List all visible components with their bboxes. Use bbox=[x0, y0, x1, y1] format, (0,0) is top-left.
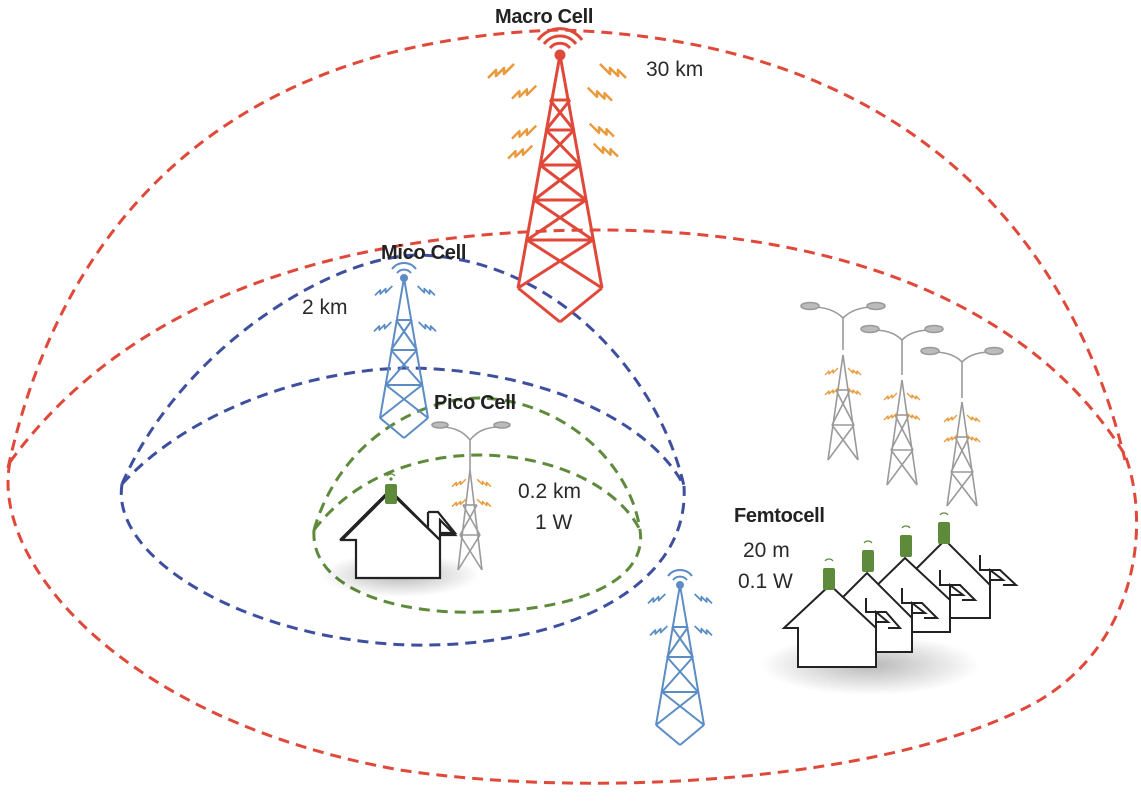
pico-coverage-dome bbox=[312, 396, 642, 531]
micro-coverage-bottom bbox=[119, 483, 686, 647]
macro-coverage-inner-dome bbox=[8, 228, 1127, 463]
pico-pole-icon bbox=[431, 421, 511, 571]
femto-power-label: 0.1 W bbox=[738, 570, 793, 593]
pico-coverage-bottom bbox=[312, 529, 643, 614]
pico-cell-label: Pico Cell bbox=[434, 392, 516, 414]
macro-range-label: 30 km bbox=[646, 58, 704, 81]
micro-signal-icon bbox=[373, 285, 437, 333]
femto-range-label: 20 m bbox=[743, 539, 790, 562]
femtocell-label: Femtocell bbox=[734, 505, 825, 527]
macro-coverage-area bbox=[6, 28, 1139, 785]
pole-icon-2 bbox=[860, 324, 944, 486]
pole-icon-3 bbox=[920, 346, 1004, 507]
micro-lower-signal-icon bbox=[647, 593, 713, 637]
micro-range-label: 2 km bbox=[302, 296, 348, 319]
femto-device-icons bbox=[823, 512, 950, 590]
macro-cell-label: Macro Cell bbox=[495, 6, 594, 28]
pico-power-label: 1 W bbox=[535, 511, 573, 534]
femto-house-icon-1 bbox=[781, 583, 903, 668]
micro-cell-label: Mico Cell bbox=[381, 242, 467, 264]
pico-femto-device-icon bbox=[385, 473, 397, 504]
micro-coverage-area bbox=[119, 253, 686, 647]
pico-coverage-area bbox=[312, 396, 643, 614]
macro-coverage-bottom bbox=[6, 454, 1139, 785]
micro-coverage-inner bbox=[120, 366, 686, 487]
pole-icon-1 bbox=[800, 301, 886, 461]
micro-coverage-dome bbox=[120, 253, 686, 487]
pico-house-icon bbox=[339, 488, 458, 580]
macro-tower-icon bbox=[516, 27, 604, 324]
micro-tower-icon bbox=[379, 262, 429, 439]
pico-range-label: 0.2 km bbox=[518, 480, 582, 503]
pico-coverage-inner bbox=[312, 453, 642, 531]
micro-tower-lower-icon bbox=[655, 569, 705, 746]
